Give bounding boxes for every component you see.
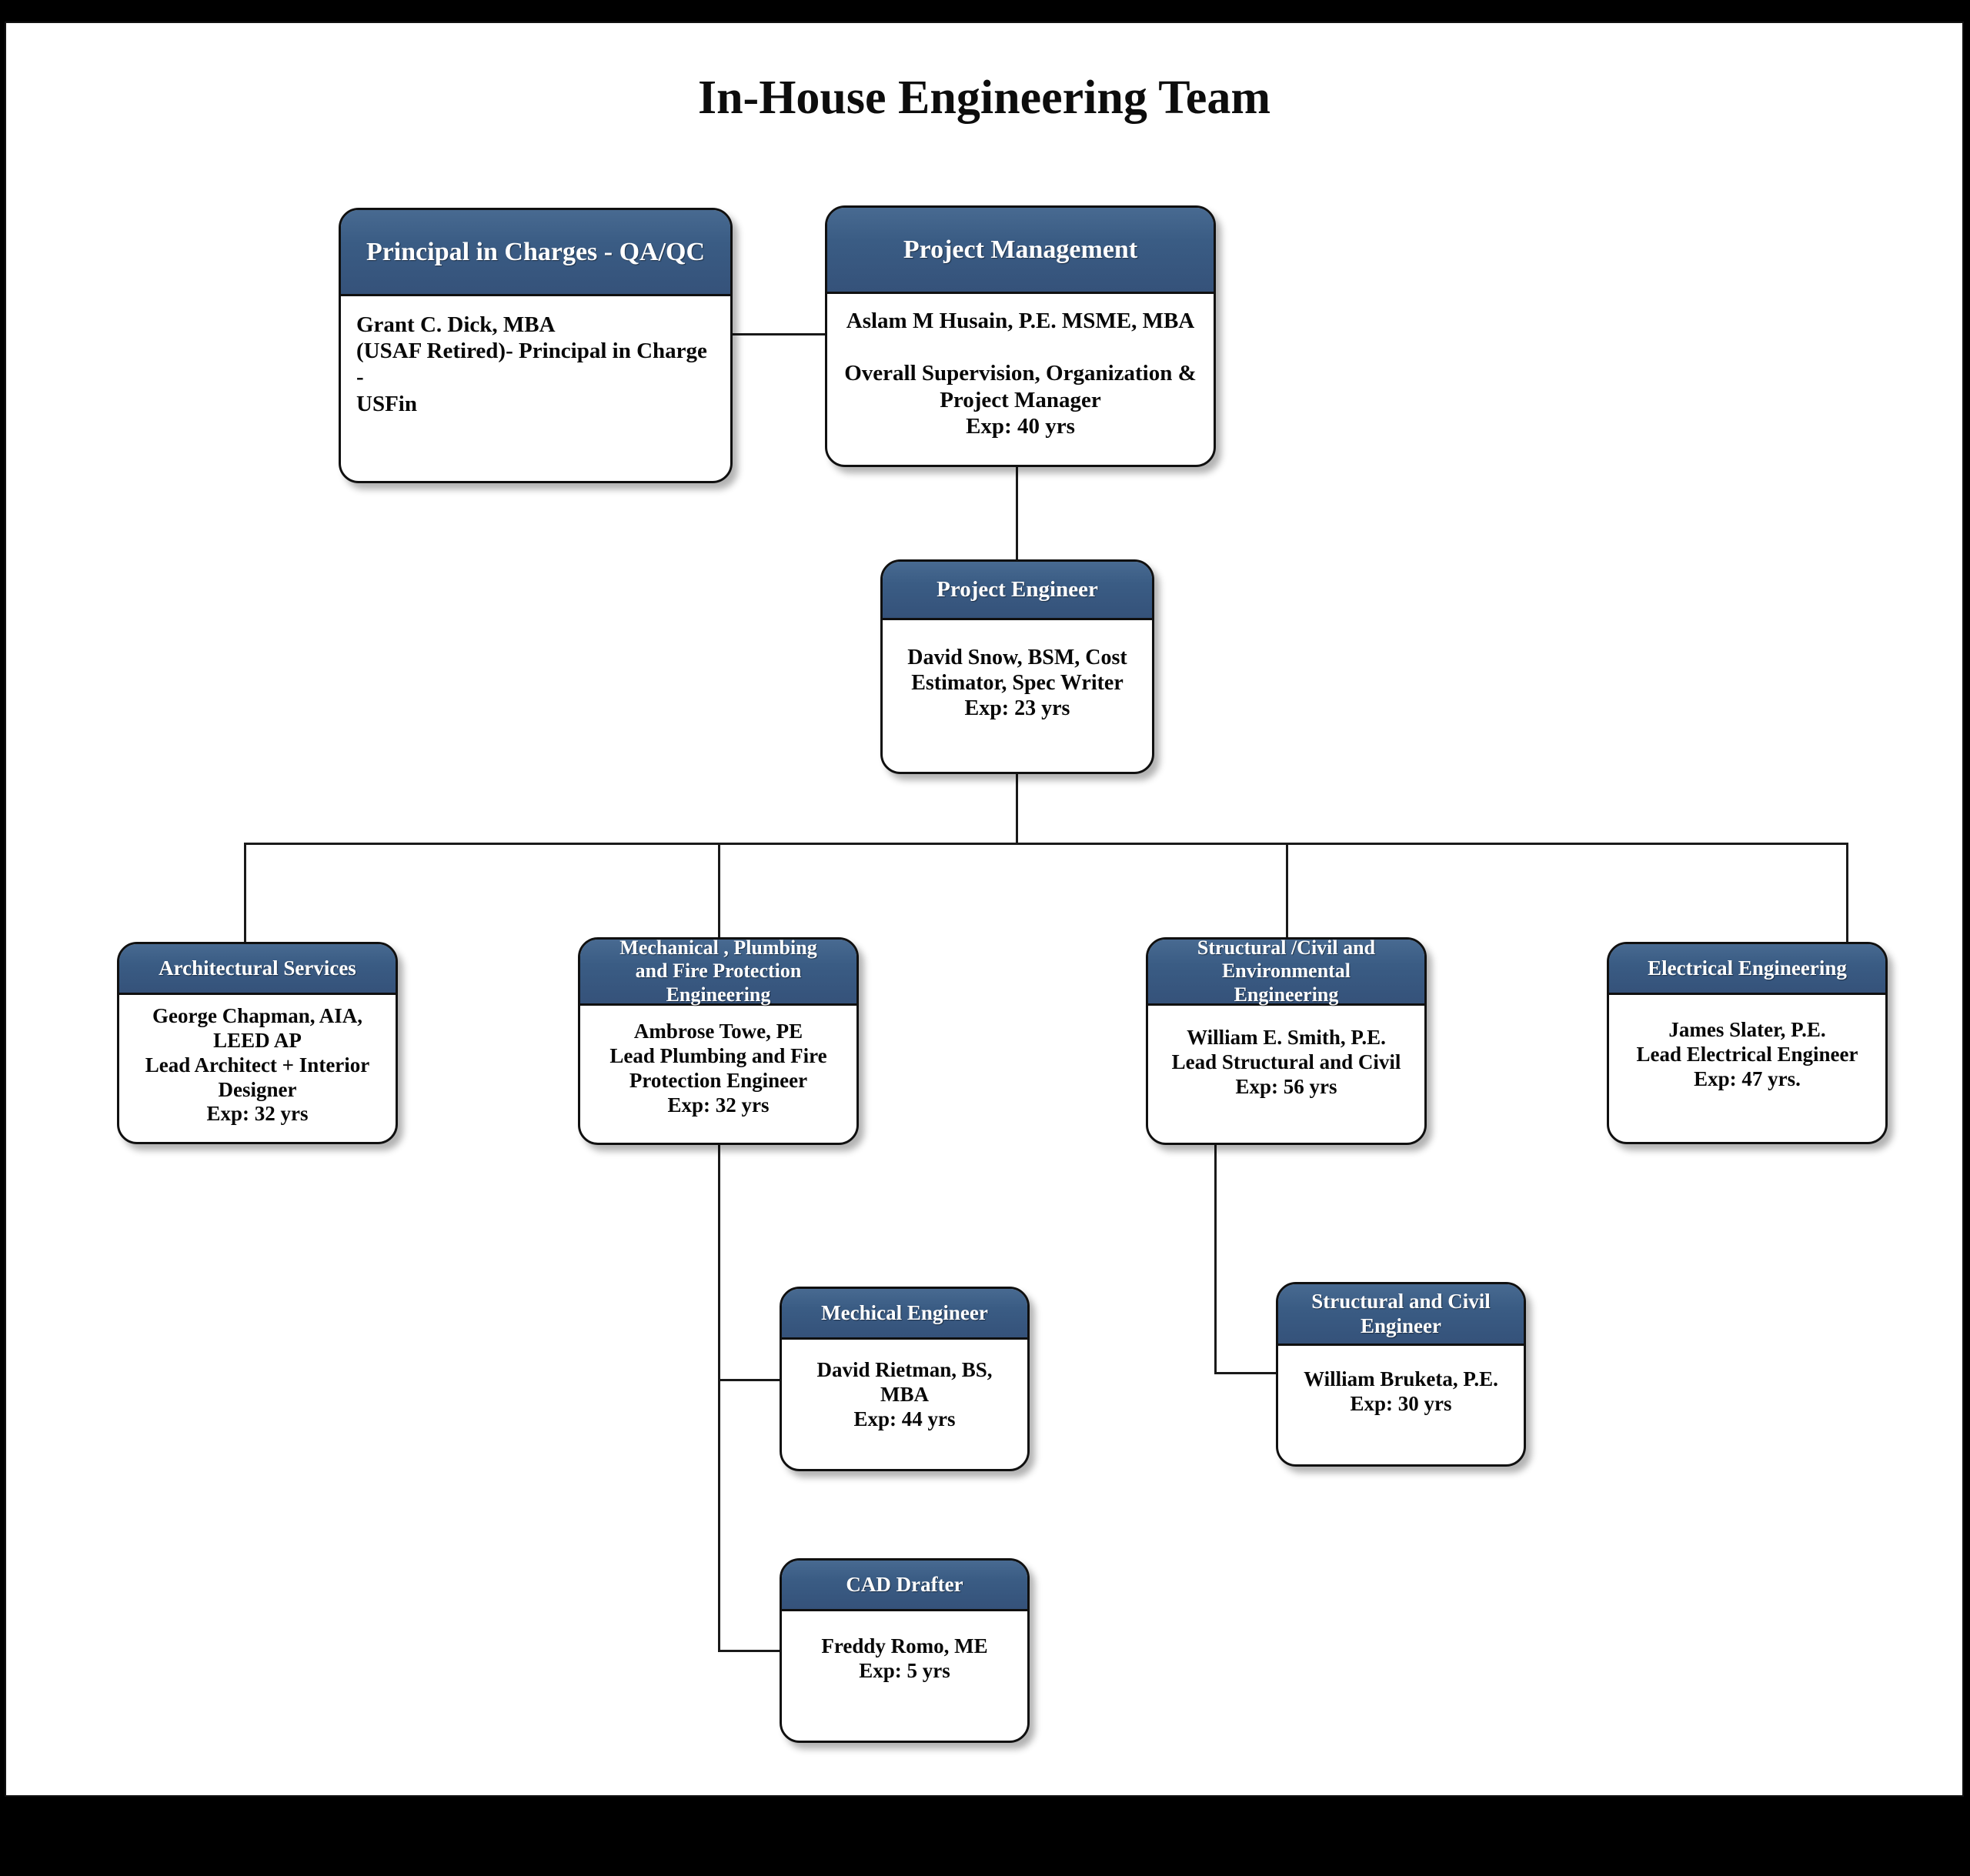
node-mechical-engineer[interactable]: Mechical Engineer David Rietman, BS, MBA… — [780, 1287, 1030, 1471]
node-cad-drafter-header: CAD Drafter — [782, 1561, 1027, 1611]
node-structural-civil-environmental[interactable]: Structural /Civil and Environmental Engi… — [1146, 937, 1427, 1145]
node-cad-drafter[interactable]: CAD Drafter Freddy Romo, ME Exp: 5 yrs — [780, 1558, 1030, 1743]
node-principal-in-charge-body: Grant C. Dick, MBA (USAF Retired)- Princ… — [356, 312, 707, 416]
node-mechanical-plumbing-fire[interactable]: Mechanical , Plumbing and Fire Protectio… — [578, 937, 859, 1145]
node-mechanical-plumbing-fire-header: Mechanical , Plumbing and Fire Protectio… — [580, 940, 856, 1006]
org-chart-stage: In-House Engineering Team Principal in C… — [6, 23, 1962, 1795]
node-structural-and-civil-engineer-body: William Bruketa, P.E. Exp: 30 yrs — [1304, 1367, 1498, 1415]
connector-structural-to-civil-engineer — [1214, 1372, 1280, 1374]
node-structural-civil-environmental-header: Structural /Civil and Environmental Engi… — [1148, 940, 1424, 1006]
connector-structural-rail — [1214, 1143, 1217, 1374]
node-structural-and-civil-engineer-header: Structural and Civil Engineer — [1278, 1284, 1524, 1346]
node-mechical-engineer-header: Mechical Engineer — [782, 1289, 1027, 1340]
node-electrical-engineering[interactable]: Electrical Engineering James Slater, P.E… — [1607, 942, 1888, 1144]
node-principal-in-charge-header: Principal in Charges - QA/QC — [341, 210, 730, 296]
node-electrical-engineering-header: Electrical Engineering — [1609, 944, 1885, 995]
connector-project-engineer-drop — [1016, 773, 1018, 843]
connector-bus-to-architectural — [244, 843, 246, 944]
node-architectural-services-body: George Chapman, AIA, LEED AP Lead Archit… — [145, 1004, 370, 1126]
node-architectural-services[interactable]: Architectural Services George Chapman, A… — [117, 942, 398, 1144]
page-title: In-House Engineering Team — [697, 72, 1271, 124]
node-principal-in-charge[interactable]: Principal in Charges - QA/QC Grant C. Di… — [339, 208, 733, 483]
node-project-engineer-header: Project Engineer — [883, 562, 1152, 620]
node-structural-civil-environmental-body: William E. Smith, P.E. Lead Structural a… — [1171, 1026, 1401, 1098]
connector-bus-to-mechanical — [718, 843, 720, 940]
connector-mechanical-to-mech-engineer — [718, 1379, 782, 1381]
node-project-management-header: Project Management — [827, 208, 1214, 294]
node-architectural-services-header: Architectural Services — [119, 944, 396, 995]
connector-bus-to-electrical — [1846, 843, 1848, 944]
connector-discipline-bus — [244, 843, 1848, 845]
connector-mechanical-rail — [718, 1143, 720, 1652]
node-structural-and-civil-engineer[interactable]: Structural and Civil Engineer William Br… — [1276, 1282, 1526, 1467]
node-mechanical-plumbing-fire-body: Ambrose Towe, PE Lead Plumbing and Fire … — [609, 1020, 827, 1117]
connector-principal-to-pm — [728, 333, 826, 335]
node-cad-drafter-body: Freddy Romo, ME Exp: 5 yrs — [821, 1634, 988, 1682]
node-project-management[interactable]: Project Management Aslam M Husain, P.E. … — [825, 205, 1216, 467]
node-electrical-engineering-body: James Slater, P.E. Lead Electrical Engin… — [1636, 1018, 1858, 1090]
node-project-management-body: Aslam M Husain, P.E. MSME, MBA Overall S… — [844, 309, 1197, 439]
node-mechical-engineer-body: David Rietman, BS, MBA Exp: 44 yrs — [816, 1358, 993, 1430]
connector-mechanical-to-cad-drafter — [718, 1650, 782, 1652]
node-project-engineer-body: David Snow, BSM, Cost Estimator, Spec Wr… — [907, 646, 1127, 721]
node-project-engineer[interactable]: Project Engineer David Snow, BSM, Cost E… — [880, 559, 1154, 774]
connector-bus-to-structural — [1286, 843, 1288, 940]
chart-canvas: In-House Engineering Team Principal in C… — [5, 22, 1964, 1797]
connector-pm-to-project-engineer — [1016, 466, 1018, 561]
